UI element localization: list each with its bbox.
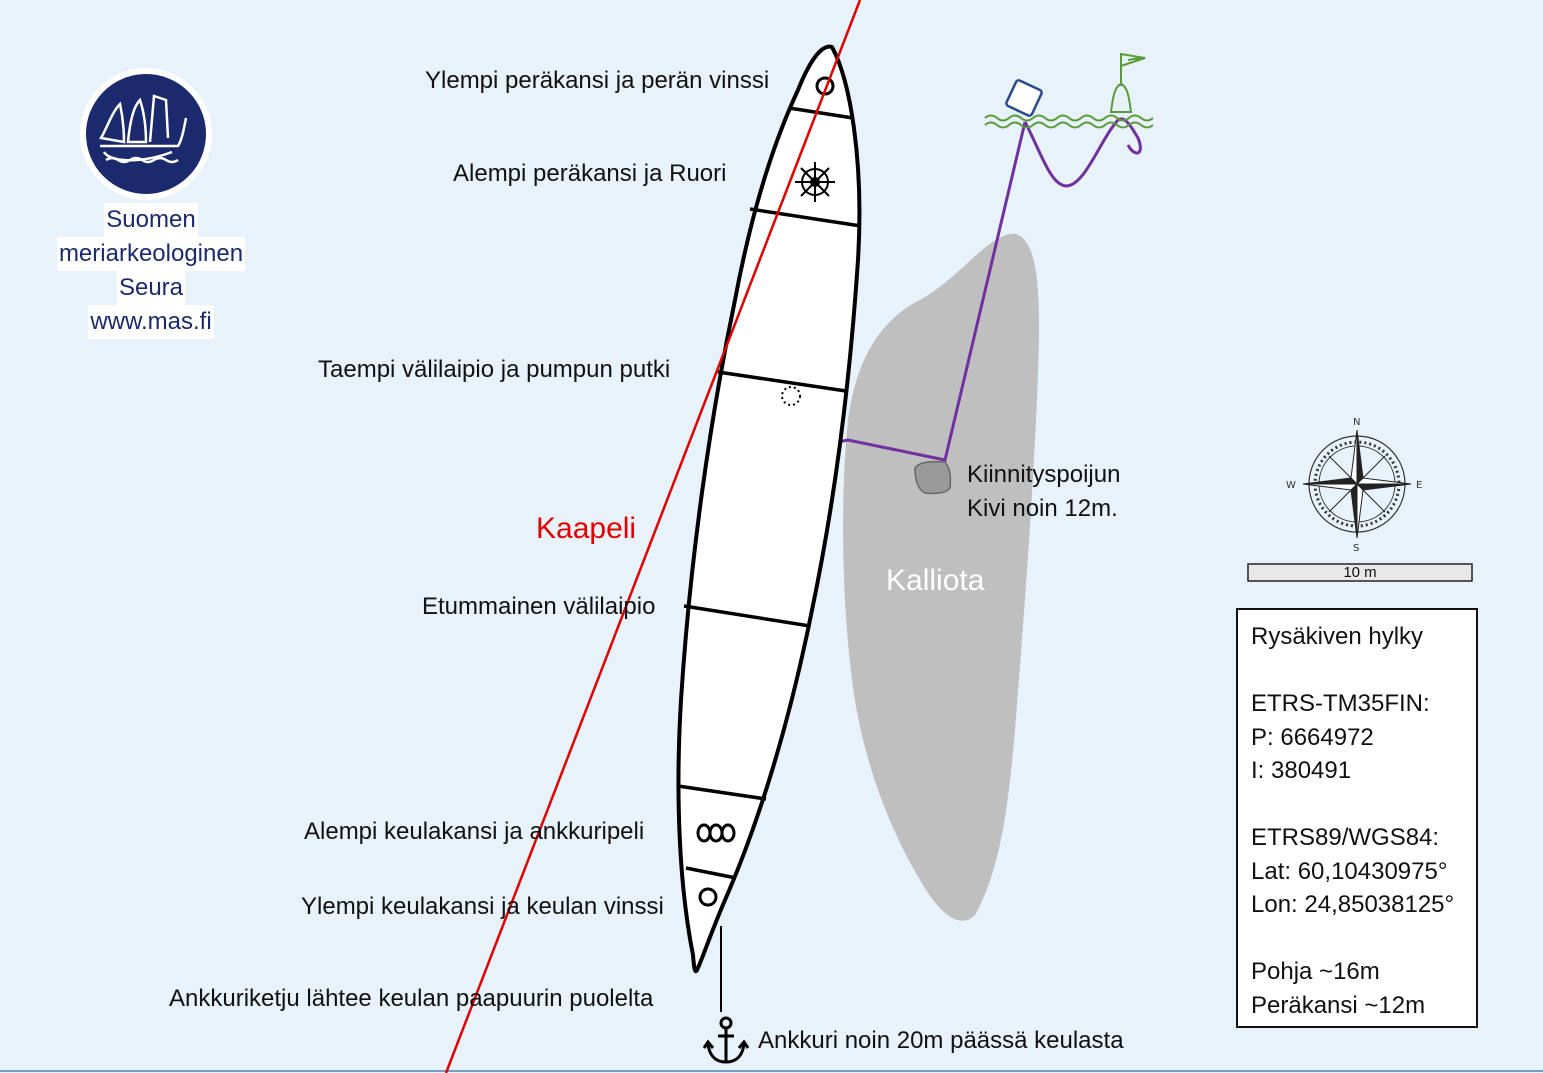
ship-wheel-icon [795, 162, 835, 202]
coord-i: I: 380491 [1251, 757, 1352, 784]
org-line-2: meriarkeologinen [56, 237, 246, 271]
label-lower-bow: Alempi keulakansi ja ankkuripeli [304, 818, 645, 845]
compass-w: W [1286, 480, 1296, 491]
label-rock: Kalliota [886, 564, 985, 597]
water-surface-waves [984, 114, 1154, 129]
ship-hull [676, 44, 862, 974]
scale-bar-label: 10 m [1343, 564, 1377, 581]
organization-name: Suomen meriarkeologinen Seura www.mas.fi [40, 203, 262, 339]
ship-logo-icon [80, 68, 212, 200]
label-front-bulkhead: Etummainen välilaipio [422, 593, 656, 620]
label-mooring-stone-1: Kiinnityspoijun [967, 461, 1121, 488]
org-website: www.mas.fi [88, 305, 214, 339]
label-cable: Kaapeli [536, 512, 637, 545]
pump-pipe-icon [781, 386, 801, 406]
label-lower-stern: Alempi peräkansi ja Ruori [453, 160, 727, 187]
compass-s: S [1353, 543, 1359, 554]
org-line-1: Suomen [104, 203, 198, 237]
scale-bar [1247, 563, 1473, 582]
label-anchor-chain: Ankkuriketju lähtee keulan paapuurin puo… [169, 985, 654, 1012]
label-upper-stern: Ylempi peräkansi ja perän vinssi [425, 67, 770, 94]
rock-area [843, 233, 1040, 921]
mooring-stone [914, 460, 952, 495]
bulkhead-lines [677, 106, 862, 880]
deck-depth: Peräkansi ~12m [1251, 991, 1426, 1019]
crs-wgs84: ETRS89/WGS84: [1251, 824, 1440, 851]
label-anchor: Ankkuri noin 20m päässä keulasta [758, 1027, 1124, 1054]
windlass-icon [696, 823, 736, 843]
wreck-title: Rysäkiven hylky [1251, 623, 1424, 650]
compass-e: E [1416, 480, 1422, 491]
label-rear-bulkhead: Taempi välilaipio ja pumpun putki [318, 356, 671, 383]
anchor-icon [702, 1016, 750, 1064]
cable-line [444, 0, 862, 1073]
diamond-buoy-icon [1005, 79, 1043, 117]
crs-tm35fin: ETRS-TM35FIN: [1251, 690, 1430, 717]
coord-lat: Lat: 60,10430975° [1251, 857, 1448, 885]
compass-n: N [1353, 417, 1360, 428]
bottom-depth: Pohja ~16m [1251, 958, 1380, 985]
wreck-info-box: Rysäkiven hylky ETRS-TM35FIN: P: 6664972… [1236, 608, 1478, 1028]
winch-icon [698, 887, 718, 907]
label-upper-bow: Ylempi keulakansi ja keulan vinssi [301, 893, 664, 920]
coord-lon: Lon: 24,85038125° [1251, 891, 1455, 918]
org-line-3: Seura [116, 271, 186, 305]
mooring-line-surface [1023, 117, 1142, 188]
compass-rose-icon: N E S W [1286, 417, 1422, 554]
label-mooring-stone-2: Kivi noin 12m. [967, 495, 1118, 522]
bell-buoy-icon [1109, 52, 1146, 113]
coord-p: P: 6664972 [1251, 723, 1374, 751]
